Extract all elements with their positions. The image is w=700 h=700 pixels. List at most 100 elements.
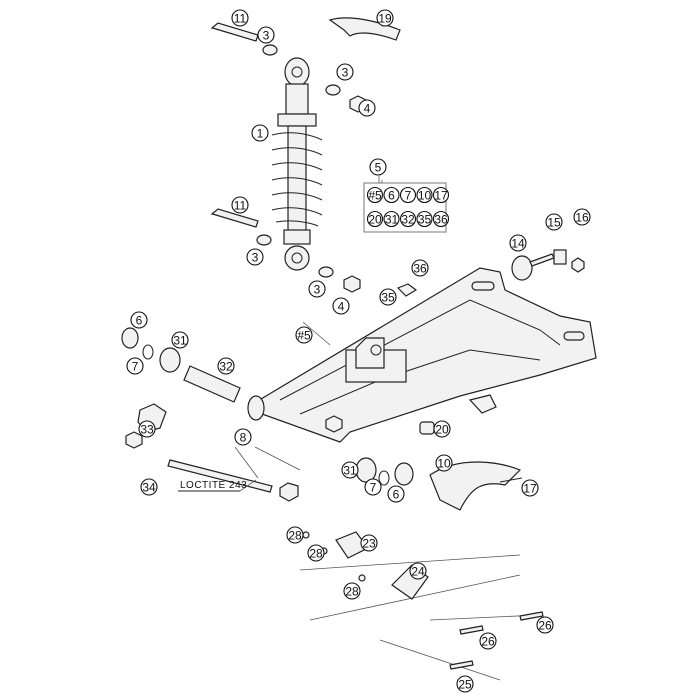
callout-32: 32 xyxy=(217,357,235,375)
kit-item-17: 17 xyxy=(432,186,450,204)
svg-text:6: 6 xyxy=(388,189,395,203)
svg-text:36: 36 xyxy=(413,262,427,276)
svg-text:19: 19 xyxy=(378,12,392,26)
callout-14: 14 xyxy=(509,234,527,252)
svg-text:26: 26 xyxy=(538,619,552,633)
callout-23: 23 xyxy=(360,534,378,552)
svg-text:20: 20 xyxy=(368,213,382,227)
callout-7: 7 xyxy=(126,357,144,375)
svg-text:5: 5 xyxy=(375,161,382,175)
shock-absorber xyxy=(271,57,323,271)
svg-text:32: 32 xyxy=(401,213,415,227)
svg-text:35: 35 xyxy=(418,213,432,227)
svg-text:3: 3 xyxy=(252,251,259,265)
svg-text:17: 17 xyxy=(434,189,448,203)
svg-text:7: 7 xyxy=(405,189,412,203)
svg-text:28: 28 xyxy=(309,547,323,561)
svg-text:31: 31 xyxy=(385,213,399,227)
svg-text:4: 4 xyxy=(338,300,345,314)
svg-text:#5: #5 xyxy=(368,189,382,203)
callout-4: 4 xyxy=(332,297,350,315)
svg-text:10: 10 xyxy=(437,457,451,471)
callout-11: 11 xyxy=(231,196,249,214)
callout-10: 10 xyxy=(435,454,453,472)
callout-28: 28 xyxy=(307,544,325,562)
callout-6: 6 xyxy=(387,485,405,503)
leader-lines xyxy=(178,180,383,492)
svg-text:20: 20 xyxy=(435,423,449,437)
chain-guide-lower xyxy=(299,531,544,681)
svg-text:28: 28 xyxy=(288,529,302,543)
svg-text:8: 8 xyxy=(240,431,247,445)
kit-item-31: 31 xyxy=(383,210,400,228)
callout-5: 5 xyxy=(369,158,387,176)
callout-36: 36 xyxy=(411,259,429,277)
callout-1: 1 xyxy=(251,124,269,142)
callout-8: 8 xyxy=(234,428,252,446)
callout-31: 31 xyxy=(171,331,189,349)
svg-text:34: 34 xyxy=(142,481,156,495)
callout-28: 28 xyxy=(286,526,304,544)
callout-3: 3 xyxy=(336,63,354,81)
svg-text:35: 35 xyxy=(381,291,395,305)
callout-26: 26 xyxy=(479,632,497,650)
hardware xyxy=(210,17,585,297)
svg-text:33: 33 xyxy=(140,423,154,437)
svg-text:6: 6 xyxy=(136,314,143,328)
callout-6: 6 xyxy=(130,311,148,329)
callout-26: 26 xyxy=(536,616,554,634)
pivot-parts xyxy=(121,327,523,511)
callout-11: 11 xyxy=(231,9,249,27)
svg-text:31: 31 xyxy=(173,334,187,348)
svg-text:1: 1 xyxy=(257,127,264,141)
svg-text:15: 15 xyxy=(547,216,561,230)
svg-text:28: 28 xyxy=(345,585,359,599)
kit-item-6: 6 xyxy=(383,186,400,204)
swingarm xyxy=(247,267,597,443)
kit-item-36: 36 xyxy=(432,210,450,228)
svg-text:3: 3 xyxy=(314,283,321,297)
svg-text:10: 10 xyxy=(418,189,432,203)
callout-33: 33 xyxy=(138,420,156,438)
svg-text:23: 23 xyxy=(362,537,376,551)
svg-text:6: 6 xyxy=(393,488,400,502)
callout-4: 4 xyxy=(358,99,376,117)
svg-text:7: 7 xyxy=(370,481,377,495)
svg-text:4: 4 xyxy=(364,102,371,116)
svg-text:3: 3 xyxy=(263,29,270,43)
callout-19: 19 xyxy=(376,9,394,27)
callout-25: 25 xyxy=(456,675,474,693)
callout-15: 15 xyxy=(545,213,563,231)
callout-24: 24 xyxy=(409,562,427,580)
svg-text:11: 11 xyxy=(234,12,247,26)
kit-item-10: 10 xyxy=(416,186,433,204)
svg-text:16: 16 xyxy=(575,211,589,225)
callout-kit-5: #5 xyxy=(295,326,313,344)
svg-text:32: 32 xyxy=(219,360,233,374)
kit-item-7: 7 xyxy=(399,186,417,204)
svg-text:25: 25 xyxy=(458,678,472,692)
svg-text:14: 14 xyxy=(511,237,525,251)
svg-text:36: 36 xyxy=(434,213,448,227)
callout-31: 31 xyxy=(341,461,359,479)
callout-16: 16 xyxy=(573,208,591,226)
loctite-note: LOCTITE 243 xyxy=(180,480,247,491)
callout-35: 35 xyxy=(379,288,397,306)
svg-text:11: 11 xyxy=(234,199,247,213)
svg-text:7: 7 xyxy=(132,360,139,374)
callout-3: 3 xyxy=(257,26,275,44)
callout-3: 3 xyxy=(308,280,326,298)
callout-3: 3 xyxy=(246,248,264,266)
kit-item-kit-5: #5 xyxy=(366,186,384,204)
callout-28: 28 xyxy=(343,582,361,600)
svg-text:17: 17 xyxy=(523,482,537,496)
callout-17: 17 xyxy=(521,479,539,497)
kit-item-32: 32 xyxy=(399,210,417,228)
kit-item-35: 35 xyxy=(416,210,433,228)
svg-text:#5: #5 xyxy=(297,329,311,343)
svg-text:26: 26 xyxy=(481,635,495,649)
callout-7: 7 xyxy=(364,478,382,496)
svg-text:31: 31 xyxy=(343,464,357,478)
